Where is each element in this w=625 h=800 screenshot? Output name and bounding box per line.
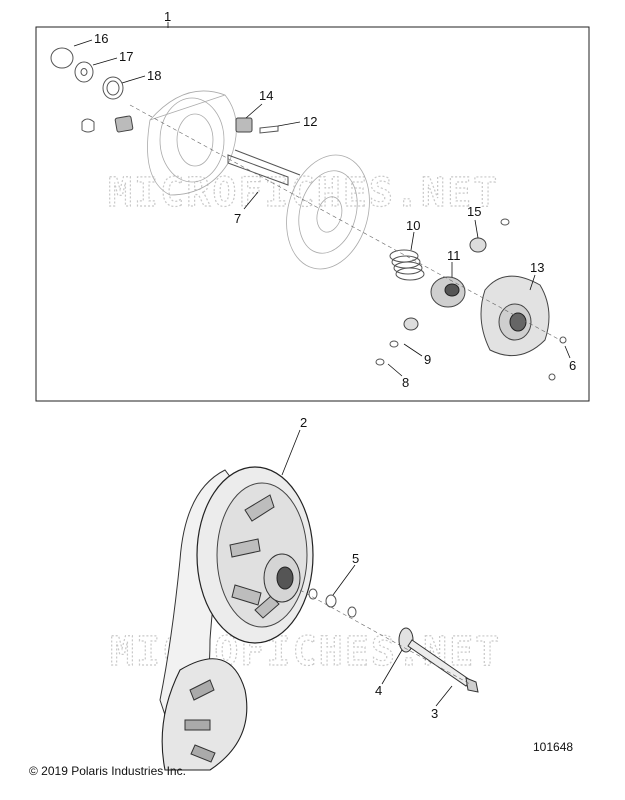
callout-3: 3 <box>431 706 438 721</box>
watermark-top: MICROFICHES.NET <box>108 170 499 216</box>
callout-7: 7 <box>234 211 241 226</box>
washer-b <box>347 606 357 618</box>
snap-ring-16 <box>50 47 74 69</box>
figure-id: 101648 <box>533 740 574 754</box>
callout-11: 11 <box>447 248 461 263</box>
screw-6a <box>559 336 567 344</box>
bushing-15 <box>469 237 487 253</box>
callout-1: 1 <box>164 9 171 24</box>
callout-16: 16 <box>94 31 108 46</box>
screw-8 <box>375 358 385 366</box>
spring-10 <box>389 249 425 281</box>
callout-4: 4 <box>375 683 382 698</box>
cap-button <box>81 118 95 133</box>
cover-13 <box>480 275 550 357</box>
primary-clutch-sheave <box>161 658 248 771</box>
clutch-belt-assembly <box>159 466 479 771</box>
callout-8: 8 <box>402 375 409 390</box>
callout-13: 13 <box>530 260 544 275</box>
callout-12: 12 <box>303 114 317 129</box>
exploded-view-frame <box>35 26 590 402</box>
bushing-clip <box>500 218 510 226</box>
shim-18 <box>102 76 124 100</box>
screw-6b <box>548 373 556 381</box>
callout-18: 18 <box>147 68 161 83</box>
callout-9: 9 <box>424 352 431 367</box>
weight-block-14 <box>235 117 253 133</box>
callout-2: 2 <box>300 415 307 430</box>
bushing-lower <box>403 317 419 331</box>
callout-17: 17 <box>119 49 133 64</box>
callout-14: 14 <box>259 88 273 103</box>
washer-17 <box>74 61 94 83</box>
callout-6: 6 <box>569 358 576 373</box>
washer-9 <box>389 340 399 348</box>
washer-a <box>308 588 318 600</box>
roller-block <box>114 115 134 133</box>
bolt-12 <box>259 125 279 134</box>
callout-10: 10 <box>406 218 420 233</box>
spider-plate <box>286 154 370 270</box>
callout-5: 5 <box>352 551 359 566</box>
clutch-exploded-assembly <box>50 47 567 381</box>
callout-15: 15 <box>467 204 481 219</box>
bolt-3 <box>407 639 471 687</box>
helix-cam-11 <box>430 276 466 308</box>
shaft-7 <box>227 154 289 186</box>
fixed-sheave <box>147 90 237 196</box>
copyright-notice: © 2019 Polaris Industries Inc. <box>29 764 186 778</box>
